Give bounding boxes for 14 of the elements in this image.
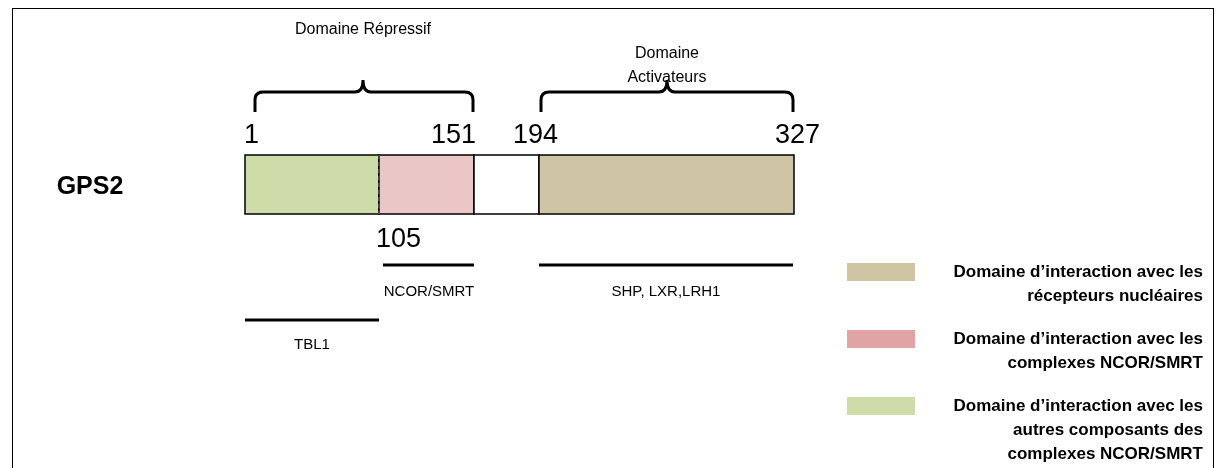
residue-number: 151 <box>429 118 476 150</box>
residue-number: 194 <box>513 118 560 150</box>
protein-name: GPS2 <box>55 170 125 200</box>
residue-number: 1 <box>244 118 261 150</box>
domain-label: Domaine Activateurs <box>626 43 708 87</box>
partner-label: SHP, LXR,LRH1 <box>610 281 722 301</box>
residue-number: 105 <box>376 222 423 254</box>
residue-number: 327 <box>773 118 820 150</box>
domain-label: Domaine Répressif <box>293 19 433 39</box>
legend-text: Domaine d’interaction avec les autres composants des complexes NCOR/SMRT <box>952 395 1203 465</box>
partner-label: NCOR/SMRT <box>382 281 476 301</box>
legend-text: Domaine d’interaction avec les récepteurs nucléaires <box>952 261 1203 307</box>
legend-text: Domaine d’interaction avec les complexes NCOR/SMRT <box>952 328 1203 374</box>
partner-label: TBL1 <box>293 334 331 354</box>
